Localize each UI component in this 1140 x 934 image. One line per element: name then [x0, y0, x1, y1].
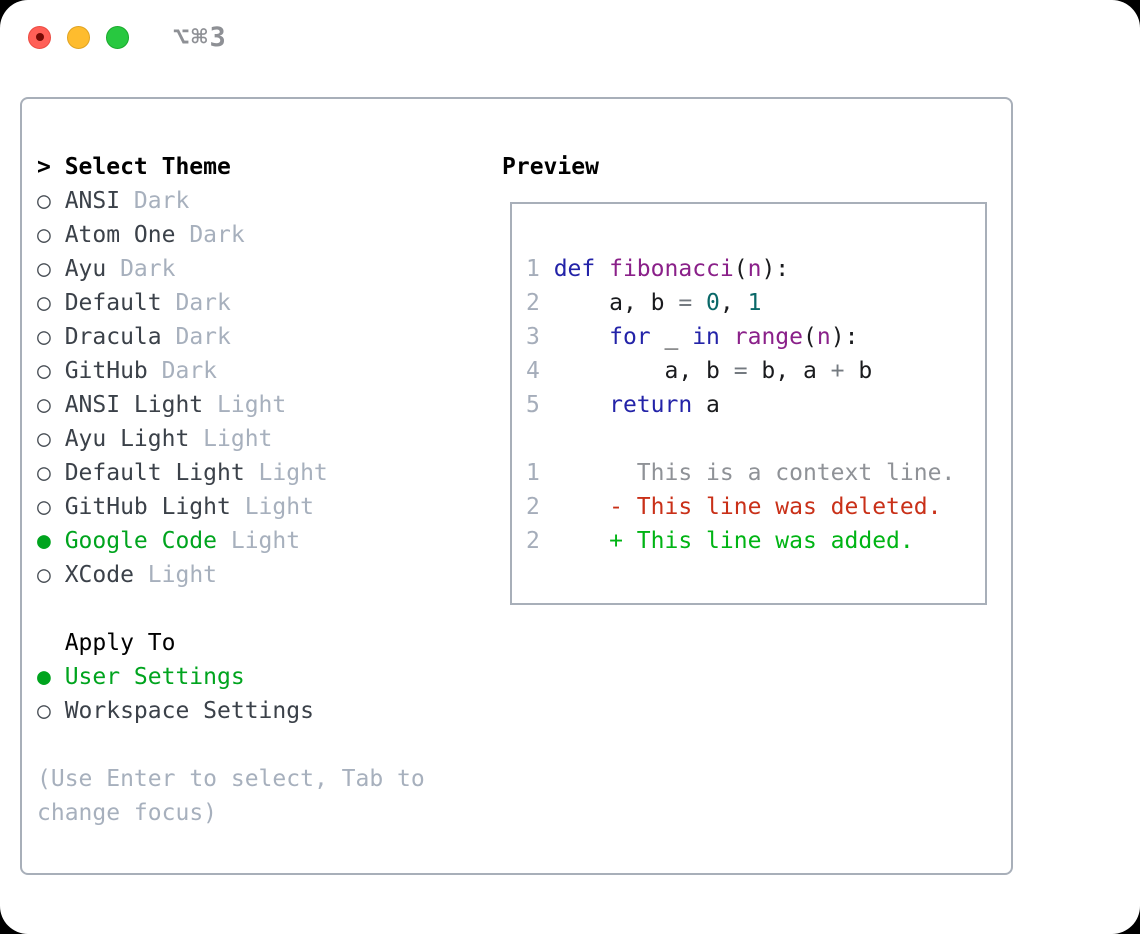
theme-variant-tag: Light: [244, 494, 314, 520]
apply-option-workspace-settings[interactable]: ○ Workspace Settings: [37, 694, 497, 728]
window-titlebar: ⌥⌘3: [0, 0, 1140, 74]
window-shortcut-label: ⌥⌘3: [173, 21, 228, 53]
apply-to-list: ● User Settings ○ Workspace Settings: [37, 660, 497, 728]
spacer: [37, 728, 497, 762]
theme-variant-tag: Light: [147, 562, 218, 588]
theme-name: Dracula: [64, 324, 162, 350]
theme-variant-tag: Light: [258, 460, 328, 486]
unsaved-indicator-dot: [35, 33, 44, 41]
theme-name: GitHub: [64, 358, 148, 384]
select-theme-header: > Select Theme: [37, 150, 497, 184]
hint-text-line2: change focus): [37, 800, 218, 826]
hint-text-line1: (Use Enter to select, Tab to: [37, 766, 425, 792]
theme-variant-tag: Dark: [175, 290, 231, 316]
theme-name: Ayu Light: [64, 426, 190, 452]
theme-option-default-light[interactable]: ○ Default Light Light: [37, 456, 497, 490]
radio-unselected-icon: ○: [37, 494, 51, 520]
theme-variant-tag: Light: [203, 426, 273, 452]
preview-line: 2 - This line was deleted.: [526, 494, 942, 520]
radio-selected-icon: ●: [37, 528, 51, 554]
theme-variant-tag: Light: [217, 392, 287, 418]
theme-option-github[interactable]: ○ GitHub Dark: [37, 354, 497, 388]
preview-box: 1 def fibonacci(n): 2 a, b = 0, 1 3 for _ …: [510, 202, 987, 605]
radio-unselected-icon: ○: [37, 698, 51, 724]
radio-unselected-icon: ○: [37, 324, 51, 350]
radio-unselected-icon: ○: [37, 562, 51, 588]
theme-option-github-light[interactable]: ○ GitHub Light Light: [37, 490, 497, 524]
theme-variant-tag: Dark: [189, 222, 245, 248]
theme-option-xcode[interactable]: ○ XCode Light: [37, 558, 497, 592]
theme-name: Google Code: [64, 528, 218, 554]
minimize-button[interactable]: [67, 25, 90, 49]
theme-option-dracula[interactable]: ○ Dracula Dark: [37, 320, 497, 354]
radio-unselected-icon: ○: [37, 188, 51, 214]
theme-option-google-code[interactable]: ● Google Code Light: [37, 524, 497, 558]
preview-line: 1 This is a context line.: [526, 460, 956, 486]
apply-option-label: Workspace Settings: [64, 698, 314, 724]
preview-line: 2 + This line was added.: [526, 528, 914, 554]
preview-header: Preview: [502, 154, 599, 180]
preview-line: 3 for _ in range(n):: [526, 324, 859, 350]
theme-name: Default: [64, 290, 162, 316]
theme-variant-tag: Dark: [161, 358, 218, 384]
spacer: [37, 592, 497, 626]
close-button[interactable]: [28, 25, 51, 49]
theme-variant-tag: Dark: [120, 256, 176, 282]
preview-line: 5 return a: [526, 392, 720, 418]
theme-variant-tag: Light: [230, 528, 301, 554]
theme-variant-tag: Dark: [175, 324, 231, 350]
radio-unselected-icon: ○: [37, 460, 51, 486]
preview-line: 2 a, b = 0, 1: [526, 290, 762, 316]
theme-variant-tag: Dark: [133, 188, 190, 214]
theme-name: Default Light: [64, 460, 245, 486]
preview-line: 4 a, b = b, a + b: [526, 358, 873, 384]
apply-option-user-settings[interactable]: ● User Settings: [37, 660, 497, 694]
theme-option-atom-one[interactable]: ○ Atom One Dark: [37, 218, 497, 252]
radio-unselected-icon: ○: [37, 426, 51, 452]
theme-option-ayu[interactable]: ○ Ayu Dark: [37, 252, 497, 286]
theme-name: Atom One: [64, 222, 176, 248]
apply-to-header: Apply To: [64, 630, 176, 656]
preview-column: Preview 1 def fibonacci(n): 2 a, b = 0, 1…: [502, 150, 987, 605]
theme-option-ansi[interactable]: ○ ANSI Dark: [37, 184, 497, 218]
theme-name: XCode: [64, 562, 134, 588]
select-theme-title: Select Theme: [64, 154, 231, 180]
radio-unselected-icon: ○: [37, 256, 51, 282]
theme-name: GitHub Light: [64, 494, 231, 520]
preview-line: 1 def fibonacci(n):: [526, 256, 790, 282]
apply-option-label: User Settings: [64, 664, 245, 690]
preview-blank-line: [526, 422, 985, 456]
radio-unselected-icon: ○: [37, 290, 51, 316]
focus-caret-icon: >: [37, 154, 51, 180]
theme-name: ANSI: [64, 188, 121, 214]
zoom-button[interactable]: [106, 25, 129, 49]
theme-option-ansi-light[interactable]: ○ ANSI Light Light: [37, 388, 497, 422]
theme-option-default[interactable]: ○ Default Dark: [37, 286, 497, 320]
radio-unselected-icon: ○: [37, 392, 51, 418]
radio-unselected-icon: ○: [37, 222, 51, 248]
radio-unselected-icon: ○: [37, 358, 51, 384]
radio-selected-icon: ●: [37, 664, 51, 690]
theme-name: Ayu: [64, 256, 107, 282]
theme-option-ayu-light[interactable]: ○ Ayu Light Light: [37, 422, 497, 456]
theme-name: ANSI Light: [64, 392, 204, 418]
